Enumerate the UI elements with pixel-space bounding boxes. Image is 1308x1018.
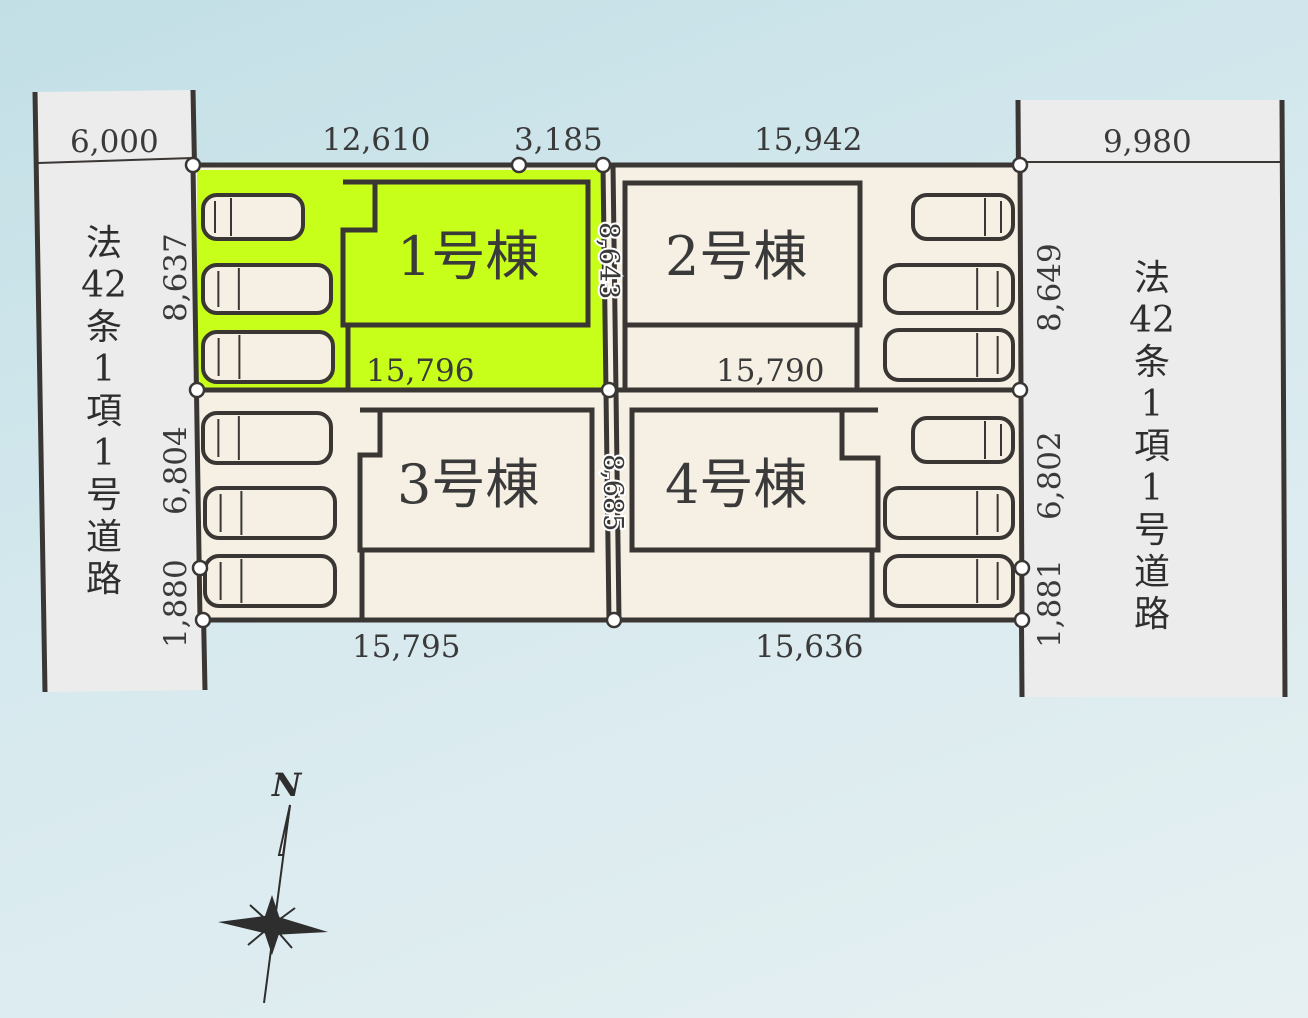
car-icon bbox=[911, 416, 1015, 464]
right-road bbox=[1018, 100, 1285, 697]
boundary-point bbox=[1013, 559, 1031, 577]
compass-north-label: N bbox=[271, 766, 303, 804]
dim-top-1: 12,610 bbox=[322, 122, 430, 158]
dim-bottom-1: 15,795 bbox=[352, 629, 460, 665]
dim-left-2: 6,804 bbox=[158, 426, 194, 515]
boundary-point bbox=[605, 611, 623, 629]
road-label-char: 項 bbox=[86, 391, 122, 432]
right-road-width: 9,980 bbox=[1103, 124, 1192, 160]
boundary-point bbox=[510, 156, 528, 174]
car-icon bbox=[883, 554, 1015, 608]
dim-left-3: 1,880 bbox=[158, 559, 194, 648]
building-3: 3号棟 bbox=[357, 407, 595, 618]
north-compass-icon: N bbox=[218, 766, 328, 1004]
car-icon bbox=[883, 263, 1015, 315]
building-1-label: 1号棟 bbox=[397, 225, 539, 288]
dim-right-2: 6,802 bbox=[1032, 431, 1068, 520]
building-1: 1号棟 bbox=[340, 179, 591, 390]
building-2-label: 2号棟 bbox=[665, 225, 807, 288]
dim-left-1: 8,637 bbox=[158, 233, 194, 322]
road-label-char: 条 bbox=[86, 307, 122, 348]
boundary-point bbox=[194, 611, 212, 629]
dim-lot1-bottom: 15,796 bbox=[366, 353, 474, 389]
road-label-char: 条 bbox=[1134, 342, 1170, 383]
road-label-char: 項 bbox=[1134, 426, 1170, 467]
road-label-char: 1 bbox=[93, 433, 116, 474]
boundary-point bbox=[188, 381, 206, 399]
dim-right-1: 8,649 bbox=[1032, 243, 1068, 332]
building-3-label: 3号棟 bbox=[397, 453, 539, 516]
dim-bottom-2: 15,636 bbox=[755, 629, 863, 665]
building-4: 4号棟 bbox=[629, 407, 881, 618]
dim-center-2: 8,685 bbox=[597, 454, 628, 531]
car-icon bbox=[201, 263, 333, 315]
car-icon bbox=[203, 486, 337, 540]
left-road bbox=[35, 90, 205, 692]
boundary-points bbox=[184, 156, 1031, 629]
boundary-point bbox=[1011, 381, 1029, 399]
dim-top-2: 3,185 bbox=[514, 122, 603, 158]
road-label-char: 1 bbox=[93, 349, 116, 390]
building-4-label: 4号棟 bbox=[665, 453, 807, 516]
boundary-point bbox=[600, 381, 618, 399]
road-label-char: 路 bbox=[1134, 594, 1170, 635]
boundary-point bbox=[1011, 156, 1029, 174]
dim-lot2-bottom: 15,790 bbox=[716, 353, 824, 389]
road-label-char: 42 bbox=[1129, 300, 1175, 341]
road-label-char: 号 bbox=[86, 475, 122, 516]
dim-top-3: 15,942 bbox=[754, 122, 862, 158]
road-label-char: 号 bbox=[1134, 510, 1170, 551]
car-icon bbox=[201, 330, 335, 384]
dim-right-3: 1,881 bbox=[1032, 559, 1068, 648]
road-label-char: 法 bbox=[86, 223, 122, 264]
left-road-width: 6,000 bbox=[70, 124, 159, 160]
road-label-char: 1 bbox=[1141, 468, 1164, 509]
car-icon bbox=[201, 411, 333, 465]
car-icon bbox=[201, 193, 305, 241]
building-2: 2号棟 bbox=[622, 180, 863, 390]
road-label-char: 法 bbox=[1134, 258, 1170, 299]
boundary-point bbox=[594, 156, 612, 174]
road-label-char: 42 bbox=[81, 265, 127, 306]
boundary-point bbox=[1013, 611, 1031, 629]
boundary-point bbox=[191, 559, 209, 577]
road-label-char: 道 bbox=[86, 517, 122, 558]
boundary-point bbox=[184, 156, 202, 174]
parking-cars bbox=[201, 193, 1015, 608]
road-label-char: 道 bbox=[1134, 552, 1170, 593]
left-road-width-line bbox=[37, 157, 194, 164]
dim-center-1: 8,643 bbox=[593, 222, 624, 299]
car-icon bbox=[911, 193, 1015, 241]
car-icon bbox=[883, 486, 1015, 540]
car-icon bbox=[203, 554, 337, 608]
road-label-char: 1 bbox=[1141, 384, 1164, 425]
car-icon bbox=[883, 328, 1015, 382]
road-label-char: 路 bbox=[86, 559, 122, 600]
